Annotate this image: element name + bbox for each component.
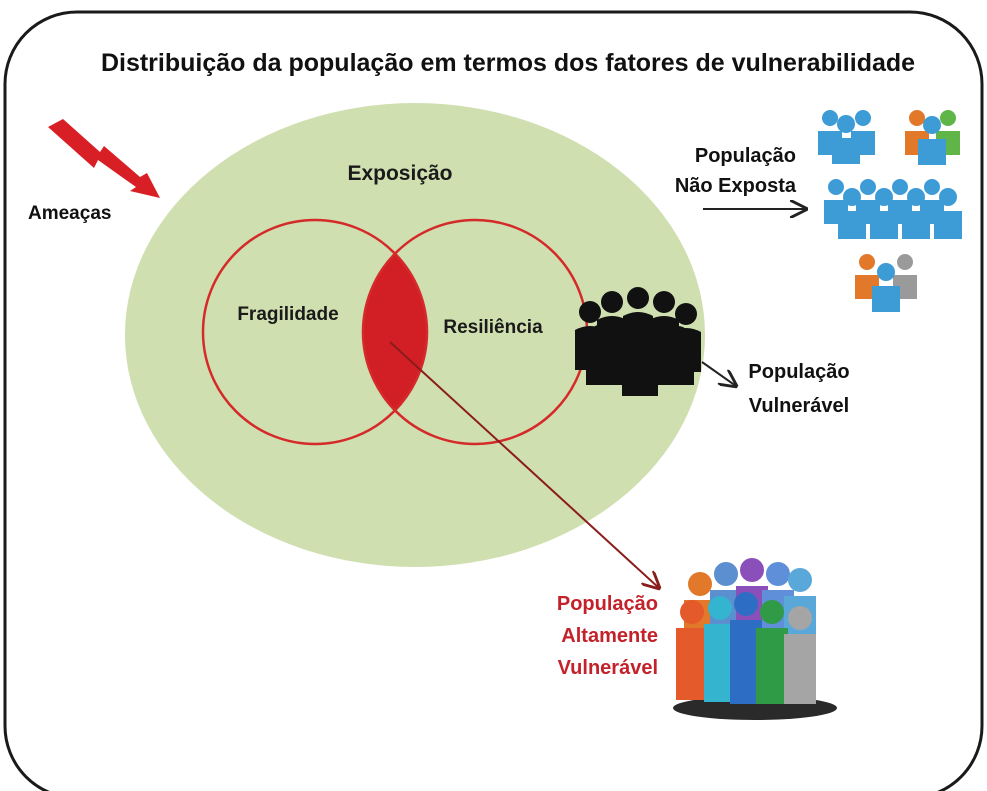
diagram-title: Distribuição da população em termos dos … [101, 49, 915, 77]
outer-frame [3, 10, 984, 791]
vulnerable-arrow [701, 361, 736, 386]
fragility-label: Fragilidade [237, 304, 338, 325]
exposure-label: Exposição [347, 162, 452, 185]
not-exposed-label-line1: População [695, 145, 796, 167]
highly-vulnerable-label-line3: Vulnerável [558, 657, 658, 679]
resilience-label: Resiliência [443, 317, 543, 338]
not-exposed-label-line2: Não Exposta [675, 175, 797, 197]
vulnerable-label-line2: Vulnerável [749, 395, 849, 417]
colorful-crowd-icon [673, 558, 837, 720]
people-group-icon [818, 110, 962, 312]
highly-vulnerable-label-line2: Altamente [561, 625, 658, 647]
lightning-bolt-icon [48, 119, 160, 198]
fragility-circle [201, 218, 429, 446]
threat-label: Ameaças [28, 203, 111, 224]
vulnerable-label-line1: População [748, 361, 849, 383]
highly-vulnerable-label-line1: População [557, 593, 658, 615]
crowd-silhouette-icon [575, 287, 701, 396]
highly-vulnerable-arrow [389, 341, 659, 588]
